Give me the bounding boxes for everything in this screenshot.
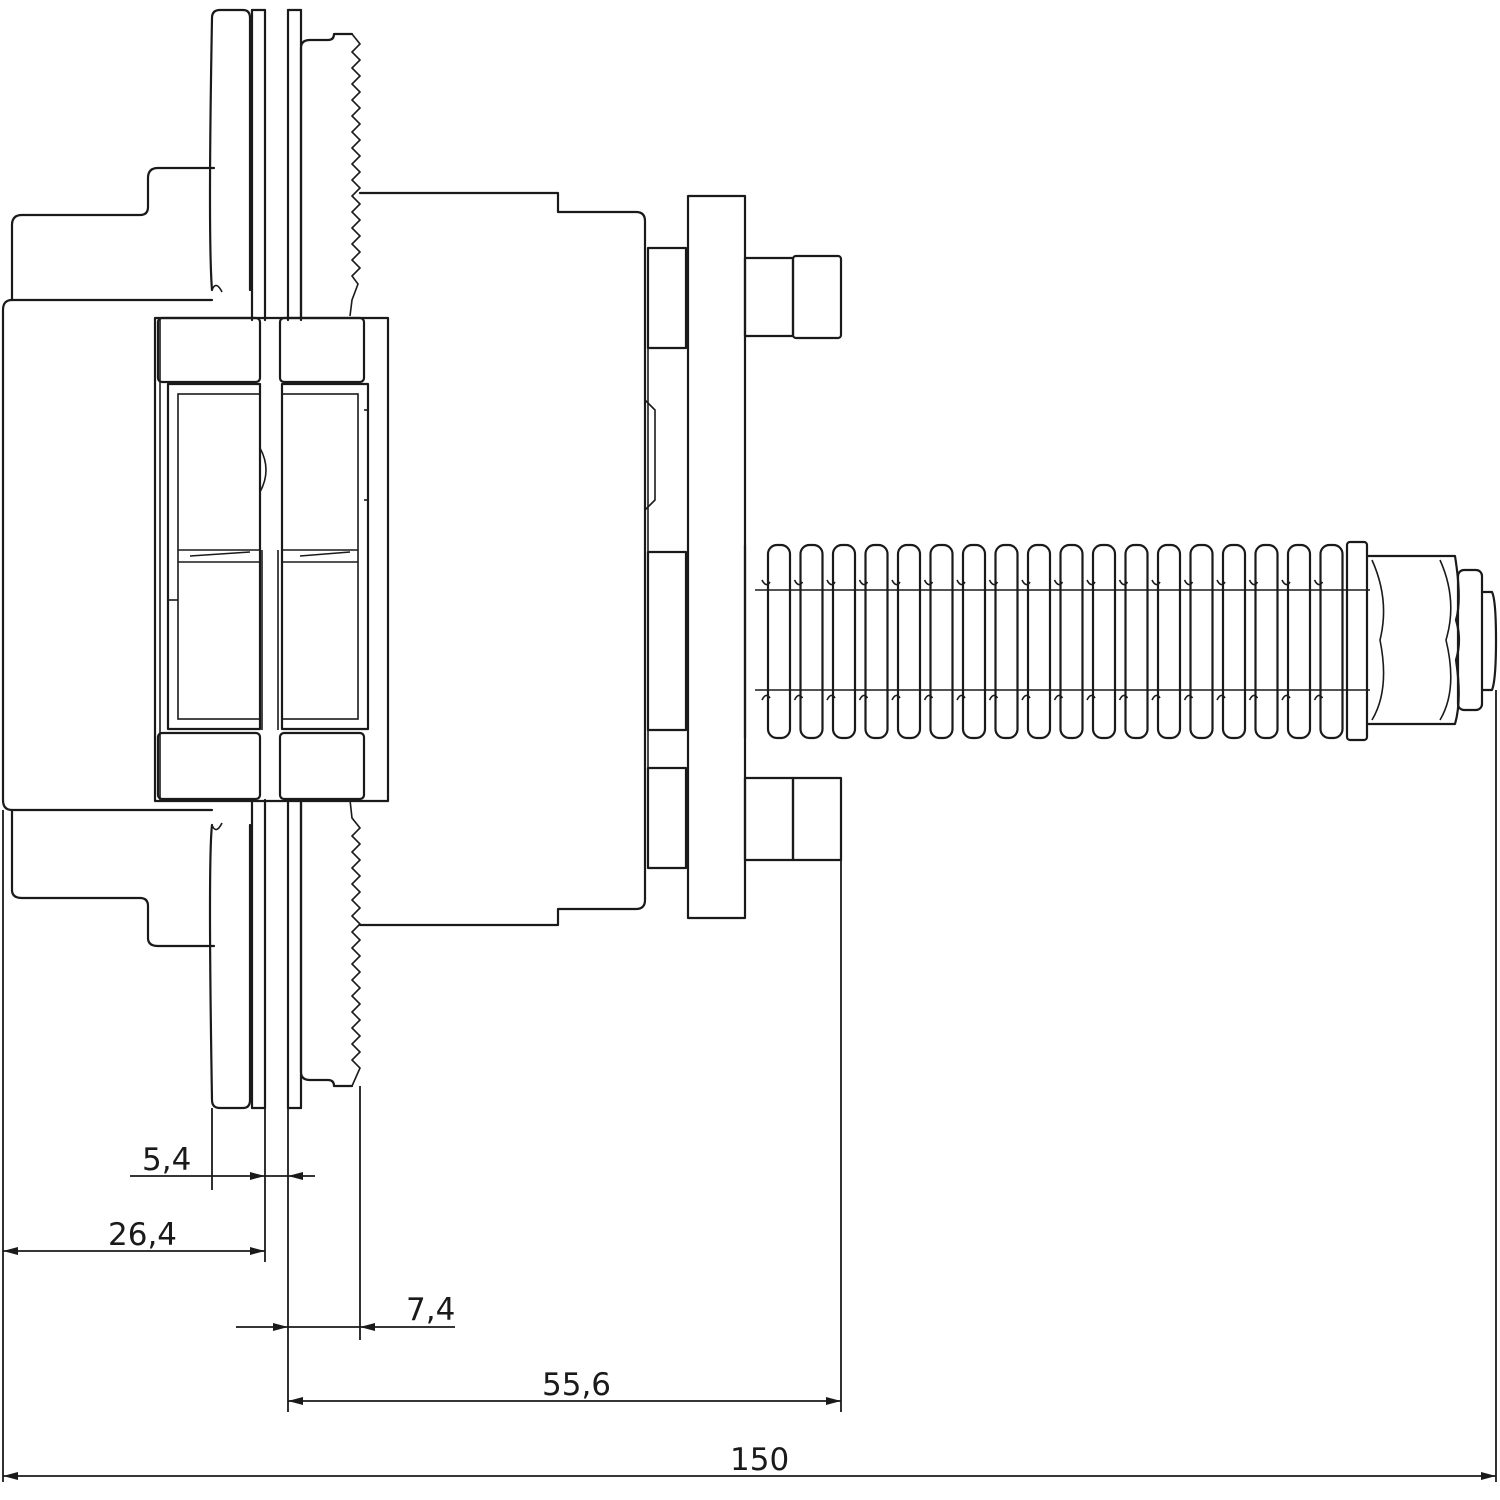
spring-coil bbox=[1221, 543, 1247, 740]
spring-coil-back bbox=[1281, 579, 1291, 701]
spring-coil-back bbox=[858, 579, 869, 701]
spring-coil-back bbox=[1216, 579, 1226, 701]
spring-coil bbox=[864, 543, 889, 740]
main-body bbox=[358, 191, 656, 927]
dim-label-26-4: 26,4 bbox=[108, 1217, 177, 1253]
spring-coil bbox=[1059, 543, 1084, 740]
spring-coil-back bbox=[988, 579, 999, 701]
spring-coil-back bbox=[793, 579, 804, 701]
hinge-core bbox=[153, 316, 390, 803]
dimension-lines bbox=[2, 690, 1497, 1482]
adjusting-nut bbox=[1345, 540, 1498, 742]
spring-coil bbox=[1286, 543, 1312, 740]
left-housing bbox=[1, 166, 216, 948]
panel-glass-second bbox=[286, 8, 303, 1110]
spring-assembly bbox=[743, 543, 1370, 740]
spring-coil bbox=[896, 543, 922, 740]
spring-coil bbox=[1254, 543, 1279, 740]
spring-coil bbox=[766, 543, 792, 740]
threaded-ring bbox=[299, 32, 362, 1088]
spring-coil-back bbox=[826, 579, 836, 701]
spring-coil-back bbox=[956, 579, 966, 701]
spring-coil-back bbox=[1021, 579, 1031, 701]
spring-coil bbox=[961, 543, 987, 740]
spring-coil bbox=[1026, 543, 1052, 740]
lower-bolt bbox=[743, 776, 843, 862]
panel-glass-thin bbox=[250, 8, 267, 1110]
spring-coil-back bbox=[1086, 579, 1096, 701]
spring-coil bbox=[799, 543, 824, 740]
spring-coil bbox=[1156, 543, 1182, 740]
dim-label-7-4: 7,4 bbox=[406, 1292, 455, 1328]
spring-coil-back bbox=[923, 579, 934, 701]
upper-bolt bbox=[743, 254, 843, 340]
spring-coil-back bbox=[891, 579, 901, 701]
spring-coil bbox=[1319, 543, 1344, 740]
spring-coil-back bbox=[761, 579, 771, 701]
spring-coil-back bbox=[1118, 579, 1129, 701]
dim-label-150: 150 bbox=[730, 1442, 789, 1478]
spring-coil-back bbox=[1053, 579, 1064, 701]
spring-coil-back bbox=[1151, 579, 1161, 701]
spring-coil bbox=[994, 543, 1019, 740]
spring-coil bbox=[1124, 543, 1149, 740]
spring-coil-back bbox=[1248, 579, 1259, 701]
left-flange-plate bbox=[208, 8, 252, 1110]
spring-coil bbox=[1091, 543, 1117, 740]
spring-coil bbox=[1189, 543, 1214, 740]
dim-label-55-6: 55,6 bbox=[542, 1367, 611, 1403]
spring-coil bbox=[831, 543, 857, 740]
spring-coil-back bbox=[1313, 579, 1324, 701]
dim-label-5-4: 5,4 bbox=[142, 1142, 191, 1178]
spring-coil-back bbox=[1183, 579, 1194, 701]
spring-coil bbox=[929, 543, 954, 740]
mounting-flange bbox=[646, 194, 747, 920]
